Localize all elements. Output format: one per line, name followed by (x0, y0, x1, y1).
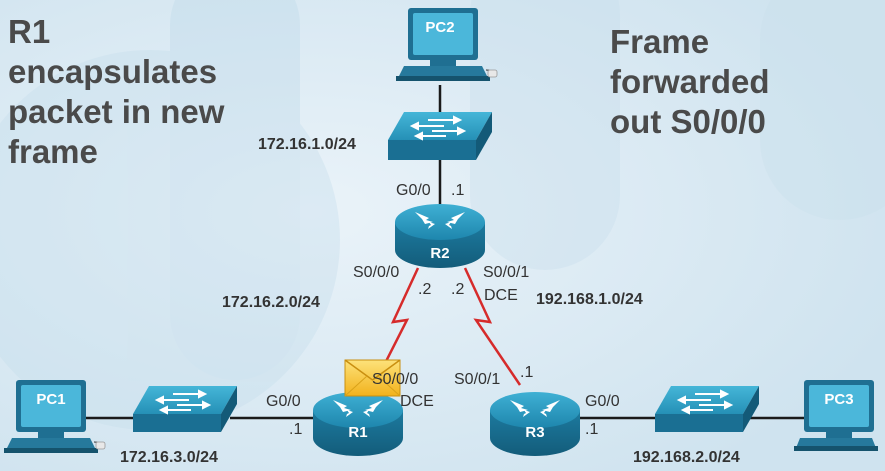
switch-172-16-1[interactable] (388, 112, 492, 160)
network-label-172-16-1: 172.16.1.0/24 (258, 136, 356, 153)
r2-s001-label: S0/0/1 (483, 264, 529, 281)
router-r1[interactable] (313, 392, 403, 456)
serial-link-r1-r2 (372, 267, 420, 386)
switch-192-168-2[interactable] (655, 386, 759, 432)
right-caption-line-3: out S0/0/0 (610, 103, 766, 140)
envelope-icon (344, 359, 401, 397)
network-label-192-168-2: 192.168.2.0/24 (633, 449, 740, 466)
right-caption: Frame forwarded out S0/0/0 (610, 22, 770, 142)
r1-g00-host-label: .1 (289, 421, 302, 438)
serial-link-r2-r3 (463, 267, 522, 386)
left-caption-line-2: encapsulates (8, 53, 218, 90)
serial-links (372, 267, 522, 386)
right-caption-line-1: Frame (610, 23, 710, 60)
right-caption-line-2: forwarded (610, 63, 770, 100)
r1-label: R1 (348, 424, 367, 441)
r1-s000-label: S0/0/0 (372, 371, 418, 388)
network-label-172-16-2: 172.16.2.0/24 (222, 294, 320, 311)
left-caption: R1 encapsulates packet in new frame (8, 12, 224, 172)
r2-label: R2 (430, 245, 449, 262)
r2-dce-label: DCE (484, 287, 518, 304)
r1-dce-label: DCE (400, 393, 434, 410)
pc2-label: PC2 (425, 19, 454, 36)
r2-s001-host-label: .2 (451, 281, 464, 298)
r3-label: R3 (525, 424, 544, 441)
network-label-192-168-1: 192.168.1.0/24 (536, 291, 643, 308)
pc3-computer[interactable] (794, 380, 878, 451)
left-caption-line-3: packet in new (8, 93, 225, 130)
left-caption-line-4: frame (8, 133, 98, 170)
pc1-label: PC1 (36, 391, 65, 408)
r1-g00-label: G0/0 (266, 393, 301, 410)
ethernet-links (85, 85, 812, 420)
background-shapes (170, 0, 300, 380)
r2-g00-label: G0/0 (396, 182, 431, 199)
switch-172-16-3[interactable] (133, 386, 237, 432)
left-caption-line-1: R1 (8, 13, 51, 50)
r2-s000-host-label: .2 (418, 281, 431, 298)
r2-g00-host-label: .1 (451, 182, 464, 199)
router-r3[interactable] (490, 392, 580, 456)
r3-s001-label: S0/0/1 (454, 371, 500, 388)
network-label-172-16-3: 172.16.3.0/24 (120, 449, 218, 466)
router-r2[interactable] (395, 204, 485, 268)
r3-g00-host-label: .1 (585, 421, 598, 438)
pc2-computer[interactable] (396, 8, 498, 81)
pc3-label: PC3 (824, 391, 853, 408)
r3-s001-host-label: .1 (520, 364, 533, 381)
r3-g00-label: G0/0 (585, 393, 620, 410)
pc1-computer[interactable] (4, 380, 106, 453)
r2-s000-label: S0/0/0 (353, 264, 399, 281)
